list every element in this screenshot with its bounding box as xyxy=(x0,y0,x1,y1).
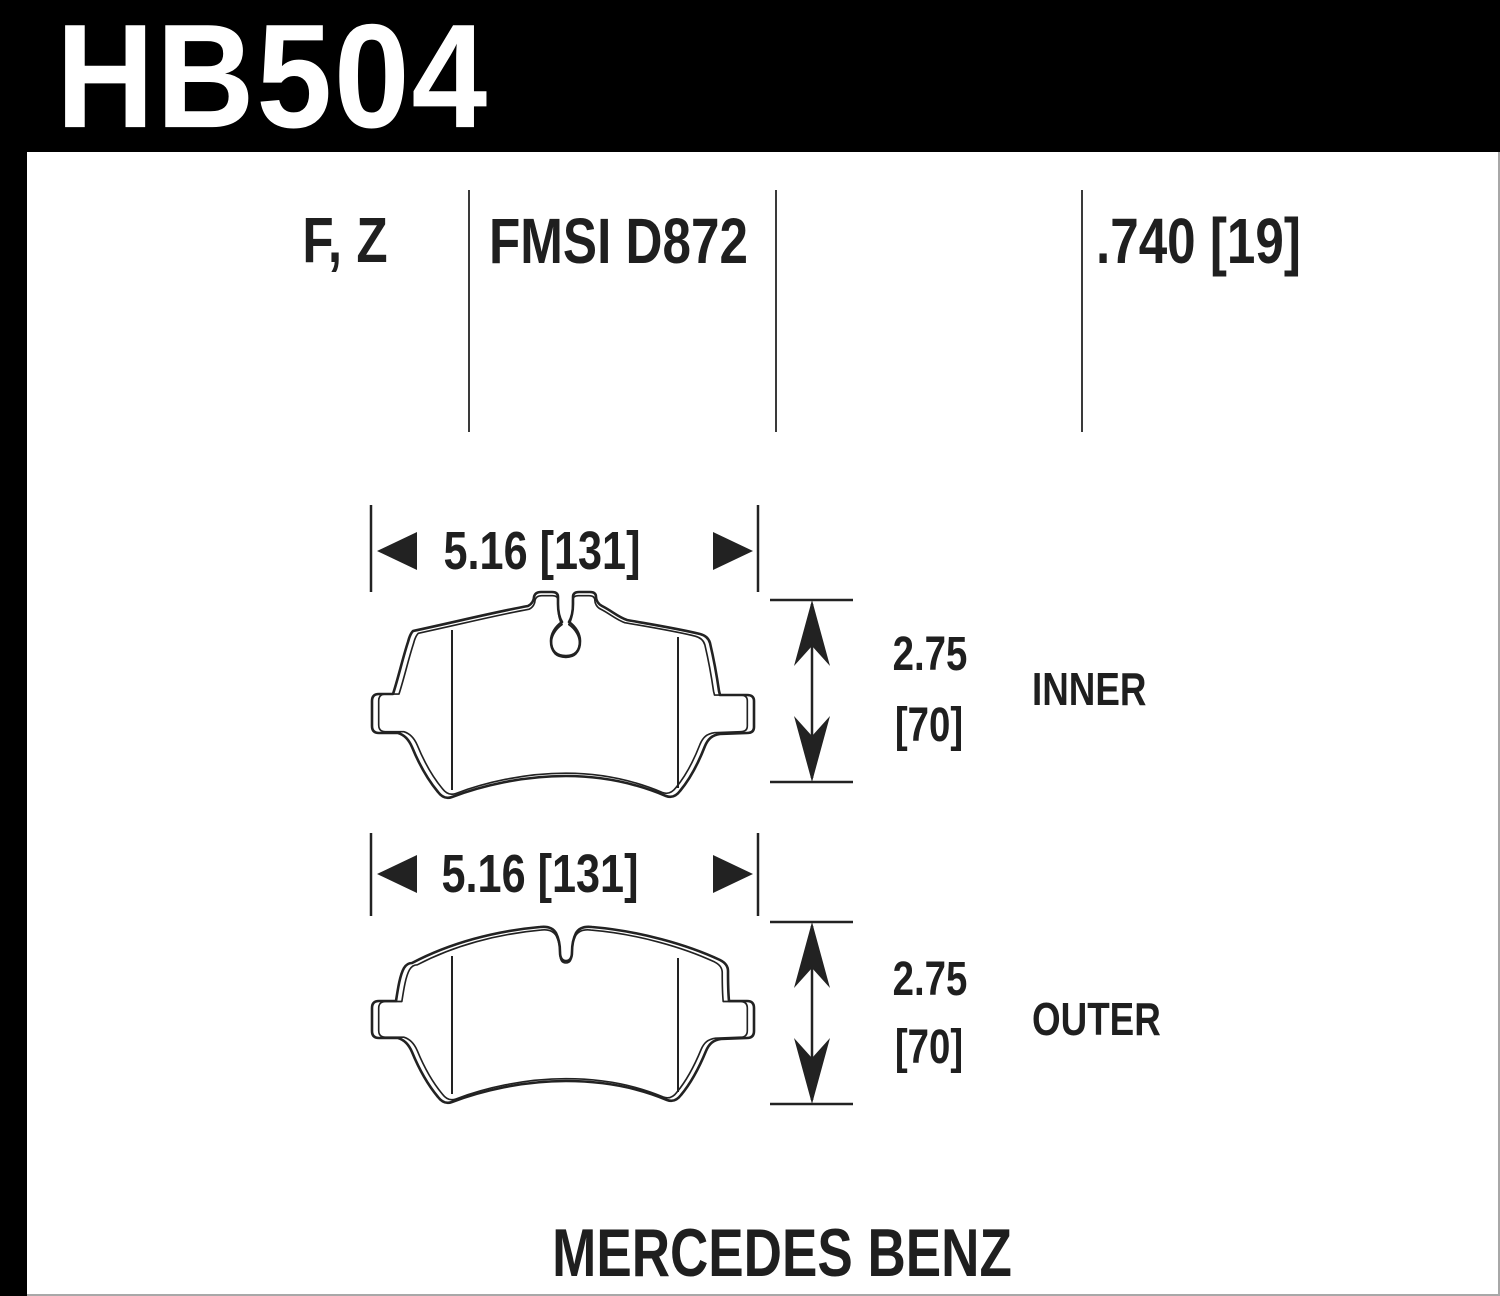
left-frame-strip xyxy=(0,0,27,1296)
outer-height-arrow-down-icon xyxy=(794,1038,830,1104)
outer-height-inches: 2.75 xyxy=(892,953,968,1006)
inner-height-arrow-down-icon xyxy=(794,716,830,782)
vehicle-name: MERCEDES BENZ xyxy=(552,1215,1012,1291)
inner-width-arrow-left-icon xyxy=(377,532,417,570)
outer-pad-inner-line xyxy=(377,929,749,1101)
outer-height-arrow-up-icon xyxy=(794,922,830,988)
outer-width-arrow-right-icon xyxy=(713,855,753,893)
inner-pad-inner-line xyxy=(377,594,749,796)
inner-height-inches: 2.75 xyxy=(892,628,968,681)
inner-height-mm: [70] xyxy=(894,699,964,752)
inner-height-arrow-up-icon xyxy=(794,600,830,666)
pad-thickness: .740 [19] xyxy=(1096,205,1301,277)
outer-pad-drawing xyxy=(369,833,853,1106)
inner-width-label: 5.16 [131] xyxy=(443,521,641,581)
part-number: HB504 xyxy=(56,0,490,160)
inner-pad-drawing xyxy=(369,505,853,800)
outer-width-arrow-left-icon xyxy=(377,855,417,893)
spec-divider-2 xyxy=(775,190,777,432)
spec-divider-1 xyxy=(468,190,470,432)
fmsi-number: FMSI D872 xyxy=(489,205,748,277)
inner-pad-label: INNER xyxy=(1032,663,1147,715)
outer-height-mm: [70] xyxy=(894,1021,964,1074)
inner-width-arrow-right-icon xyxy=(713,532,753,570)
compound-codes: F, Z xyxy=(302,204,388,276)
header-bar xyxy=(0,0,1500,152)
spec-divider-3 xyxy=(1081,190,1083,432)
outer-pad-label: OUTER xyxy=(1032,993,1161,1045)
inner-pad-outline xyxy=(370,590,756,800)
outer-width-label: 5.16 [131] xyxy=(441,844,639,904)
